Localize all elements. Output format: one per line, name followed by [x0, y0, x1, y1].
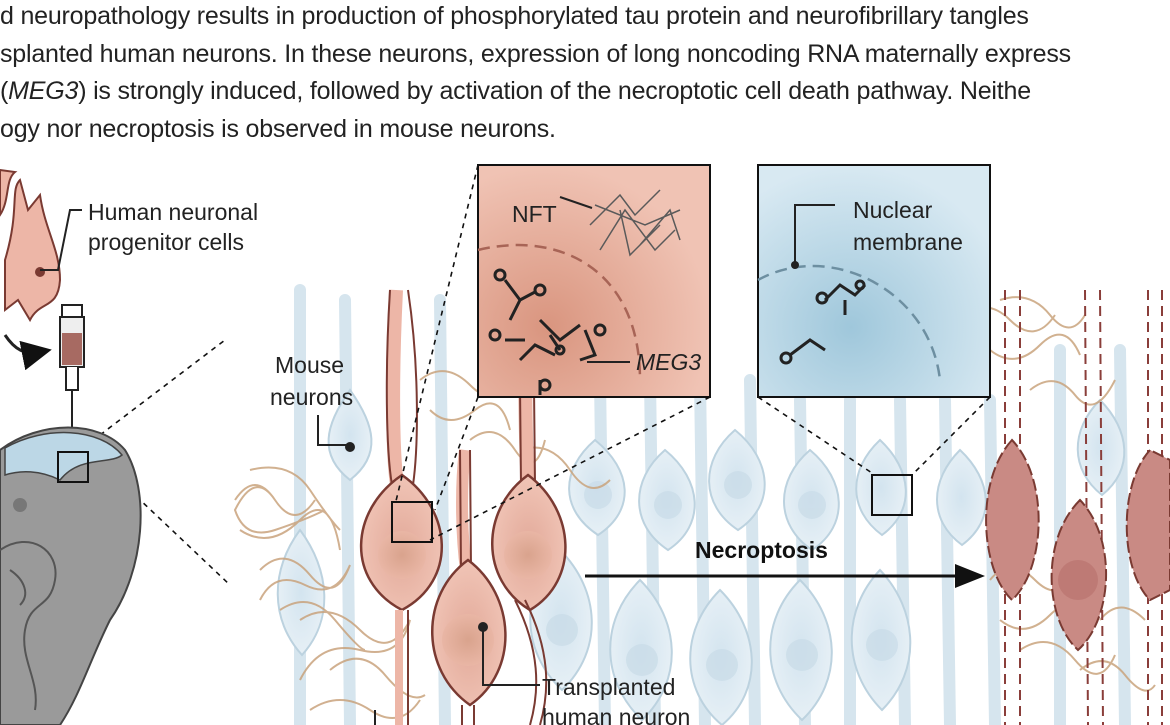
- necroptosis-label: Necroptosis: [695, 537, 828, 563]
- mouse-neurons-label-1: Mouse: [275, 352, 344, 378]
- nft-label: NFT: [512, 201, 557, 227]
- necroptotic-neurons: [985, 289, 1170, 725]
- label-leaders: [317, 415, 540, 725]
- mouse-neuron-inset: [757, 164, 991, 398]
- intro-line-2: splanted human neurons. In these neurons…: [0, 40, 1071, 68]
- nuclear-membrane-label-1: Nuclear: [853, 197, 933, 223]
- intro-line-1: d neuropathology results in production o…: [0, 2, 1029, 30]
- human-neuron-inset: [477, 164, 711, 398]
- intro-line-4: ogy nor necroptosis is observed in mouse…: [0, 115, 556, 143]
- rna-hairpin-icon: [488, 268, 607, 395]
- intro-line-3-open: (: [0, 77, 9, 105]
- transplanted-human-neurons: [359, 289, 567, 725]
- intro-text: d neuropathology results in production o…: [0, 0, 1170, 150]
- intro-meg3-italic: MEG3: [8, 77, 79, 105]
- progenitor-label-1: Human neuronal: [88, 199, 258, 225]
- tangle-fibers-icon: [233, 296, 1156, 719]
- meg3-label: MEG3: [636, 349, 701, 375]
- transplanted-label-1: Transplanted: [542, 674, 675, 700]
- zoom-guides: [99, 164, 991, 586]
- progenitor-cells: [0, 168, 82, 371]
- mouse-pup-icon: [0, 426, 142, 725]
- human-zoom-box: [391, 501, 433, 543]
- mouse-zoom-box: [871, 474, 913, 516]
- nuclear-membrane-label-2: membrane: [853, 229, 963, 255]
- transplanted-label-2: human neuron: [542, 704, 690, 725]
- progenitor-label-2: progenitor cells: [88, 229, 244, 255]
- necroptosis-arrow: [585, 564, 985, 588]
- mouse-neurons-label-2: neurons: [270, 384, 353, 410]
- intro-line-3: (MEG3) is strongly induced, followed by …: [0, 77, 1031, 106]
- rna-hairpin-icon: [779, 279, 867, 365]
- intro-line-3-rest: ) is strongly induced, followed by activ…: [78, 77, 1031, 105]
- tangle-fibers-icon: [589, 189, 681, 257]
- neuron-diagram: Human neuronal progenitor cells Mouse ne…: [0, 164, 1170, 725]
- syringe-icon: [59, 304, 85, 455]
